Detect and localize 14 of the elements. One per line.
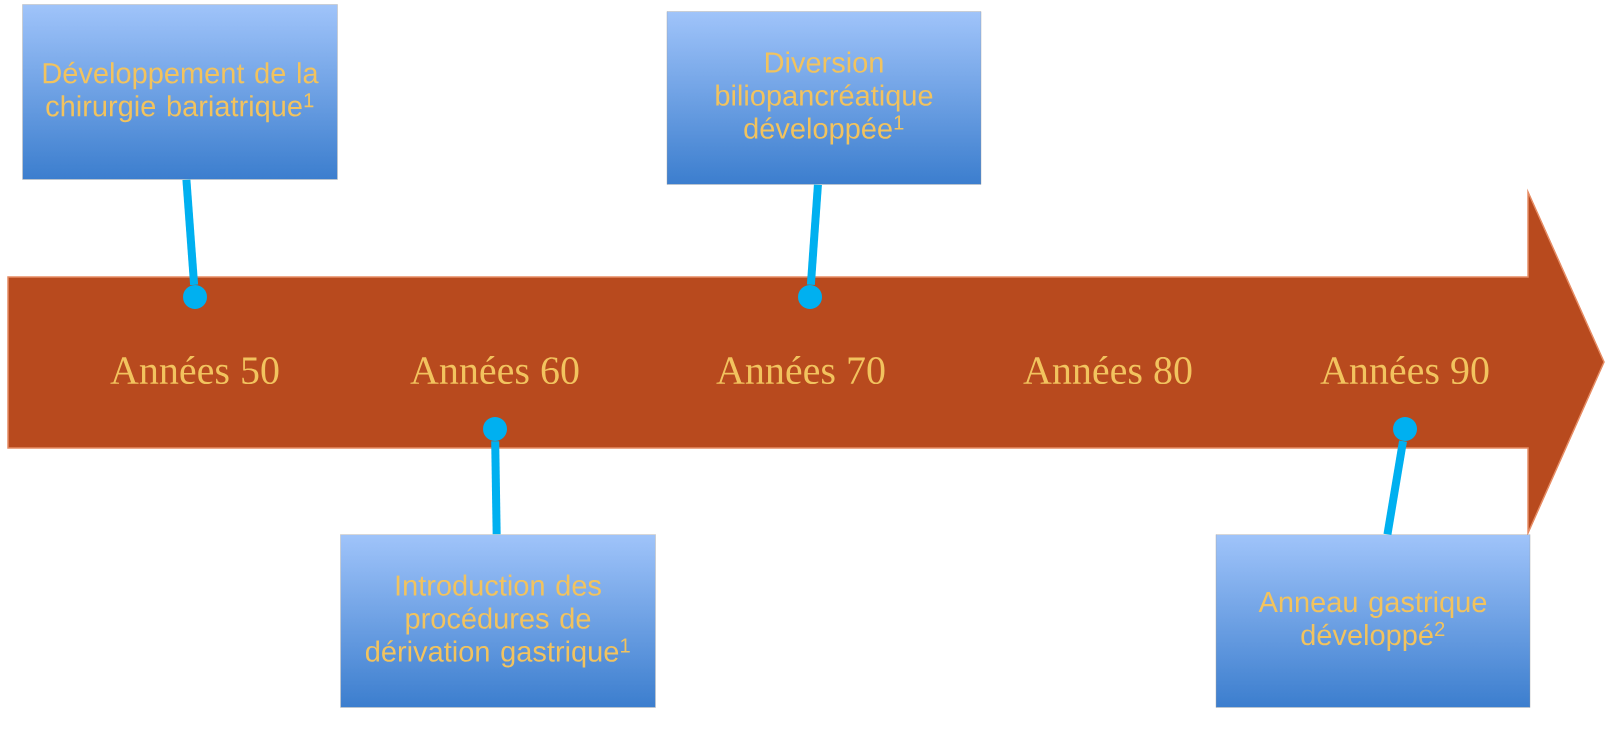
timeline-dot: [1393, 417, 1417, 441]
callout-box: Introduction des procédures de dérivation gastrique$^{1}$: [340, 534, 656, 708]
timeline-arrow: [7, 188, 1605, 537]
timeline-dot: [483, 417, 507, 441]
timeline-dot: [798, 285, 822, 309]
year-label: Années 50: [110, 355, 279, 385]
callout-box: Diversion biliopancréatique développée$^{1}$: [666, 11, 982, 185]
year-label: Années 90: [1320, 355, 1489, 385]
year-label: Années 80: [1023, 355, 1192, 385]
timeline-dot: [183, 285, 207, 309]
year-label: Années 70: [716, 355, 885, 385]
year-label: Années 60: [410, 355, 579, 385]
callout-box: Développement de la chirurgie bariatrique$^{1}$: [22, 4, 338, 180]
callout-box: Anneau gastrique développé$^{2}$: [1215, 534, 1531, 708]
